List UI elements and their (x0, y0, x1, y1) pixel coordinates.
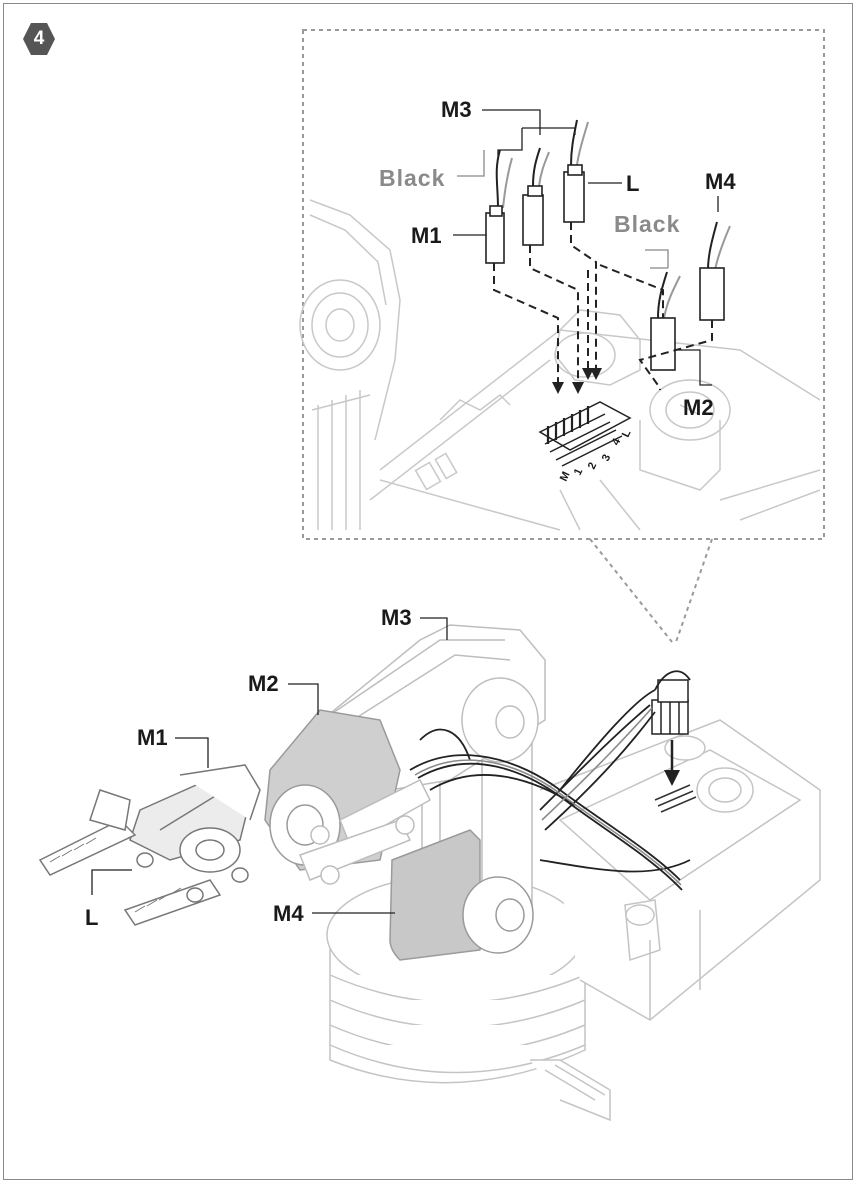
inset-label-l: L (626, 171, 639, 196)
inset-label-black-right: Black (614, 211, 680, 237)
main-label-m2: M2 (248, 671, 279, 696)
main-leader-lines (91, 617, 448, 914)
control-box-pins (654, 784, 697, 813)
robot-arm: M3 M2 M1 L M4 (38, 605, 821, 1122)
page-border (3, 3, 853, 1180)
pin-label-3: 3 (600, 453, 613, 464)
step-badge: 4 (22, 22, 56, 56)
inset-label-black-left: Black (379, 165, 445, 191)
pin-label-l: L (620, 428, 634, 439)
forearm-links (299, 778, 431, 885)
main-label-m1: M1 (137, 725, 168, 750)
pin-header (538, 401, 632, 467)
inset-label-m4: M4 (705, 169, 736, 194)
plug-arrow (664, 740, 680, 786)
gripper (38, 764, 261, 926)
plug-connector (651, 679, 689, 735)
m3-connector (522, 194, 544, 246)
hexagon-icon (23, 23, 55, 55)
pin-label-1: 1 (572, 467, 585, 478)
detail-inset: M 1 2 3 4 L M3 Black L (299, 29, 825, 643)
inset-background-parts (299, 199, 821, 531)
wiring-harness-grey (414, 707, 682, 886)
guide-lines (493, 222, 713, 390)
control-box (539, 719, 821, 1021)
m4-servo (389, 829, 534, 961)
m4-connector (699, 267, 725, 321)
pin-label-4: 4 (610, 436, 624, 447)
main-label-m4: M4 (273, 901, 304, 926)
pin-label-m: M (558, 470, 573, 483)
inset-label-m1: M1 (411, 223, 442, 248)
l-connector (563, 171, 585, 223)
inset-leader-lines (453, 109, 719, 386)
pin-label-2: 2 (586, 461, 599, 472)
step-number: 4 (33, 28, 45, 49)
connector-group-right (650, 221, 731, 371)
m1-connector (485, 212, 505, 264)
main-label-m3: M3 (381, 605, 412, 630)
wiring-harness (409, 670, 691, 891)
main-label-l: L (85, 905, 98, 930)
connector-group-left (485, 119, 589, 264)
m2-connector (650, 317, 676, 371)
inset-label-m2: M2 (683, 395, 714, 420)
guide-arrowheads (552, 368, 602, 394)
inset-label-m3: M3 (441, 97, 472, 122)
